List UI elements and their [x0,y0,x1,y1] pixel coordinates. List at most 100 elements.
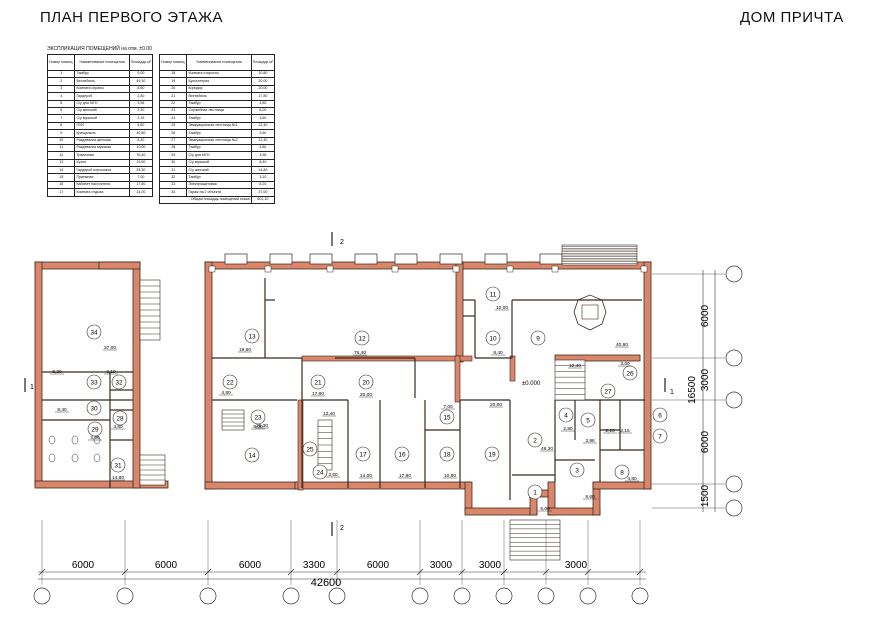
axis-bubble [725,475,743,493]
room-area: 12,40 [569,363,581,369]
dim-right-label: 6000 [700,304,711,327]
header-num: Номер помещ. [158,54,188,71]
room-area: 7,00 [443,404,453,410]
room-number: 25 [306,446,314,453]
dim-bottom-label: 3000 [479,560,502,571]
room-number: 9 [536,335,540,342]
room-area: 37,00 [104,345,116,351]
project-title: ДОМ ПРИЧТА [740,9,844,26]
toilet-fixture [48,453,56,463]
window-bay [439,253,463,265]
room-number-circle [530,330,546,346]
room-number: 23 [254,414,262,421]
column-box [208,265,216,273]
room-area: 76,40 [354,350,366,356]
room-number: 6 [658,412,662,419]
column-box [264,265,272,273]
room-area: 14,00 [360,473,372,479]
room-area: 40,80 [616,342,628,348]
room-area: 4,80 [627,476,637,482]
room-area: 3,10 [106,369,116,375]
room-number: 4 [564,412,568,419]
room-number-circle [580,412,596,428]
axis-bubble [495,587,513,605]
room-number: 2 [533,437,537,444]
dim-bottom-label: 3300 [303,560,326,571]
room-number-circle [652,428,668,444]
toilet-fixture [71,435,79,445]
room-number-circle [439,409,455,425]
room-number: 22 [226,379,234,386]
dim-total: 42600 [311,577,342,589]
room-number: 15 [443,414,451,421]
room-number-circle [302,441,318,457]
explication-table-right: Номер помещ. Наименование помещения Площ… [158,54,276,205]
column-box [551,265,559,273]
room-number: 33 [90,379,98,386]
room-area: 10,00 [496,305,508,311]
column-box [640,265,648,273]
room-area: 8,40 [493,350,503,356]
room-number-circle [112,410,128,426]
room-number-circle [244,447,260,463]
room-number-circle [87,421,103,437]
explication-caption: ЭКСПЛИКАЦИЯ ПОМЕЩЕНИЙ на отм. ±0.00 [47,46,152,52]
room-number: 3 [575,467,579,474]
dim-right-label: 3000 [700,368,711,391]
room-area: 17,80 [399,473,411,479]
drawing-title: ПЛАН ПЕРВОГО ЭТАЖА [40,9,224,26]
room-number-circle [614,464,630,480]
room-number-circle [86,324,102,340]
room-area: 2,10 [605,428,615,434]
room-number: 13 [248,333,256,340]
room-number-circle [484,446,500,462]
dim-right-label: 6000 [700,430,711,453]
wall-segment [643,261,652,490]
window-bay [539,253,563,265]
room-number-circle [86,374,102,390]
room-number-circle [394,446,410,462]
axis-bubble [725,499,743,517]
main-entrance-stair [509,519,561,561]
column-box [326,265,334,273]
room-number: 28 [116,415,124,422]
window-bay [484,253,508,265]
axis-bubble [33,587,51,605]
dim-bottom-label: 3000 [565,560,588,571]
room-number-circle [558,407,574,423]
room-number: 16 [398,451,406,458]
room-number-circle [652,407,668,423]
column-box [391,265,399,273]
evacuation-stair-2 [554,359,586,401]
cell-area: 14,00 [128,188,154,197]
room-number: 7 [658,433,662,440]
room-number-circle [358,374,374,390]
dim-tick [458,568,466,576]
window-bay [354,253,378,265]
room-number: 1 [533,489,537,496]
section-mark-bottom: 2 [340,525,344,532]
column-box [506,265,514,273]
inner-wall [454,355,461,403]
axis-bubble [725,391,743,409]
room-number-circle [527,432,543,448]
window-bay [269,253,293,265]
wall-segment [204,481,298,490]
axis-bubble [631,587,649,605]
wall-segment [34,261,43,487]
room-number: 34 [90,329,98,336]
room-number: 24 [316,469,324,476]
room-labels: 15,00249,3038,6042,8053,9662,1072,1584,8… [50,286,668,512]
axis-bubble [328,587,346,605]
room-area: 19,60 [239,347,251,353]
room-number: 20 [362,379,370,386]
room-number: 29 [91,426,99,433]
wall-segment [34,480,169,489]
room-number: 17 [359,451,367,458]
dim-bottom-label: 3000 [430,560,453,571]
section-mark-right: 1 [670,389,674,396]
room-number: 32 [115,379,123,386]
wall-segment [98,261,141,270]
room-area: 2,15 [620,428,630,434]
